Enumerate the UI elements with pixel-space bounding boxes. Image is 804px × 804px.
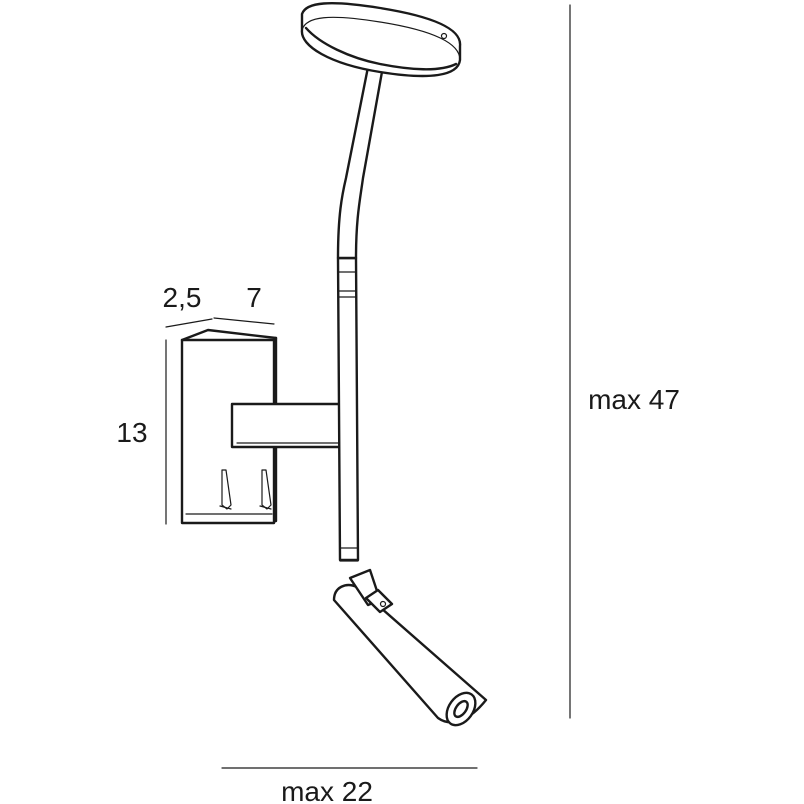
lamp-stem bbox=[336, 256, 360, 562]
depth-arm-label: 7 bbox=[246, 282, 262, 313]
depth-arm-dimension-line bbox=[213, 317, 275, 325]
switch-left-icon bbox=[219, 469, 232, 510]
dimension-lines bbox=[165, 4, 571, 769]
upper-curved-rod bbox=[336, 50, 387, 260]
switch-right-icon bbox=[259, 469, 272, 510]
dimension-labels: 2,5 7 13 max 47 max 22 bbox=[116, 282, 679, 804]
horizontal-arm bbox=[230, 402, 342, 449]
height-max-label: max 47 bbox=[588, 384, 680, 415]
height-base-label: 13 bbox=[116, 417, 147, 448]
ceiling-disc bbox=[300, 2, 462, 78]
spotlight-head bbox=[332, 568, 488, 727]
depth-base-label: 2,5 bbox=[163, 282, 202, 313]
depth-base-dimension-line bbox=[165, 318, 213, 328]
width-max-label: max 22 bbox=[281, 776, 373, 804]
